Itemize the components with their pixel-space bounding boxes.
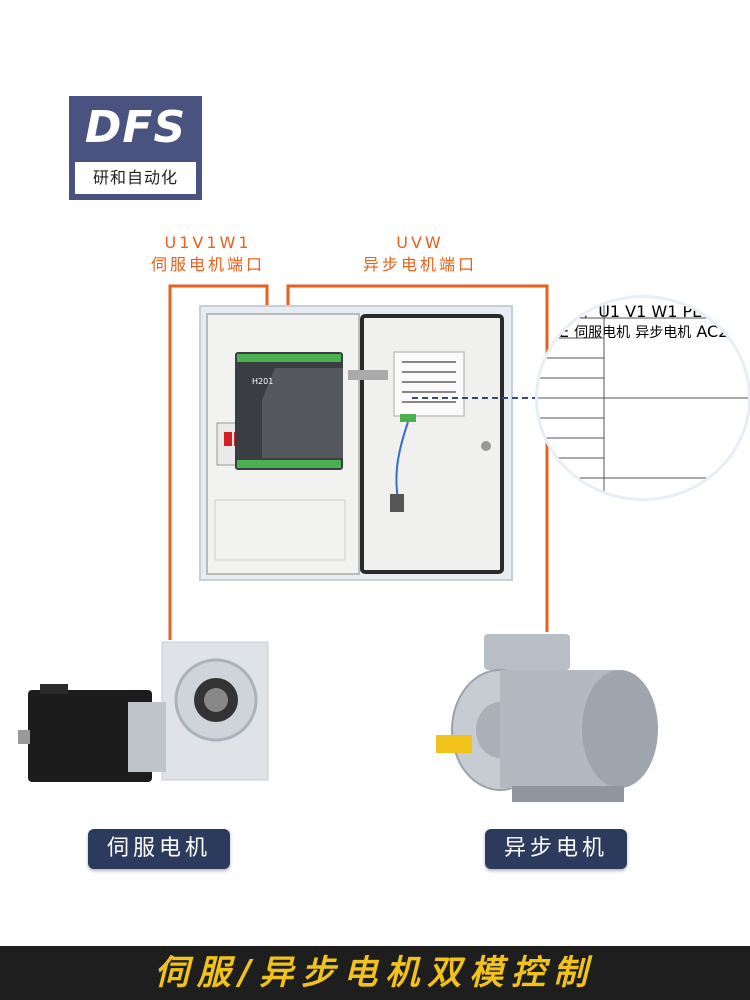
cabinet-door	[348, 314, 504, 574]
controller-model: H201	[252, 377, 273, 386]
servo-motor-label: 伺服电机	[88, 829, 230, 869]
servo-motor-image	[18, 641, 269, 782]
terminal-e: E	[558, 322, 570, 341]
async-port-label: UVW 异步电机端口	[340, 232, 500, 276]
terminal-w1: W1	[651, 302, 678, 321]
logo-brand: DFS	[84, 102, 187, 153]
group-servo: 伺服电机	[574, 325, 631, 341]
terminal-table	[538, 298, 748, 498]
logo-subtitle: 研和自动化	[75, 162, 196, 194]
async-port-code: UVW	[396, 233, 444, 252]
controller-module: H201	[235, 352, 343, 470]
bottom-banner: 伺服/异步电机双模控制	[0, 946, 750, 1000]
terminal-v1: V1	[625, 302, 647, 321]
servo-port-name: 伺服电机端口	[150, 255, 265, 274]
control-cabinet: H201	[199, 305, 600, 581]
async-port-name: 异步电机端口	[362, 255, 477, 274]
async-motor-image	[436, 634, 658, 802]
dfs-logo: DFS 研和自动化	[69, 96, 202, 200]
terminal-zoom: 功 能 U1 V1 W1 PE U V W E 伺服电机 异步电机 AC22	[538, 298, 748, 498]
servo-port-code: U1V1W1	[164, 233, 252, 252]
group-async: 异步电机	[635, 325, 692, 341]
servo-port-label: U1V1W1 伺服电机端口	[128, 232, 288, 276]
async-motor-label: 异步电机	[485, 829, 627, 869]
